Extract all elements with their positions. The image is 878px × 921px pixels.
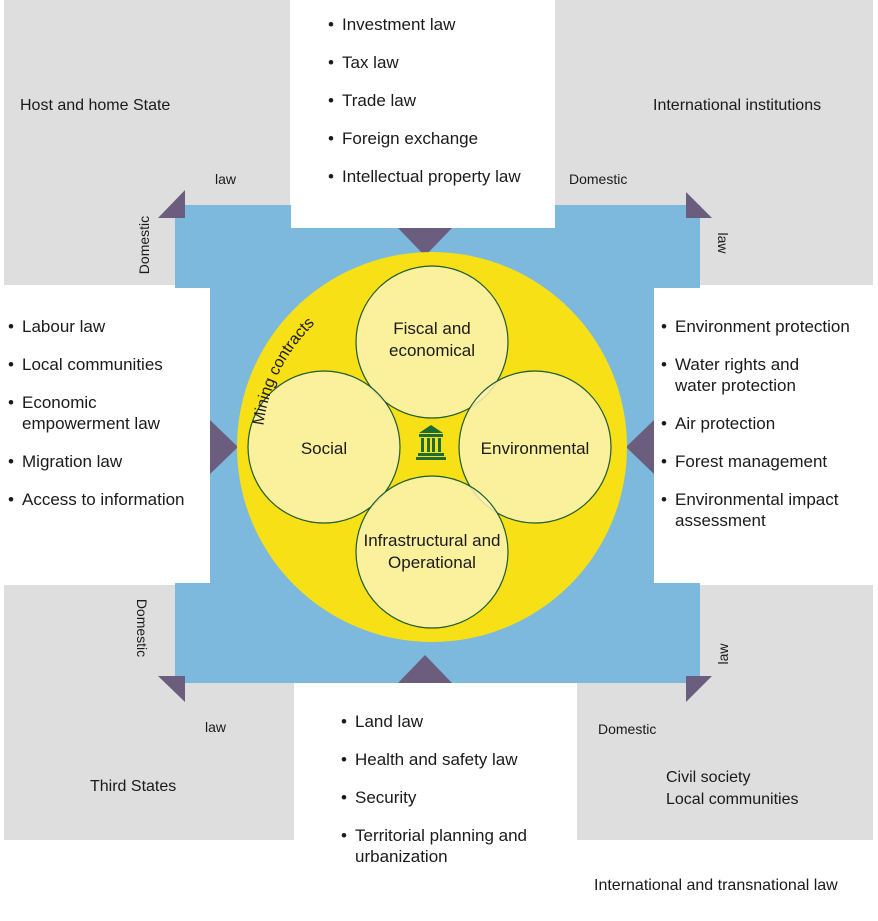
- corner-label-bottom-right-1: Civil society: [666, 769, 751, 786]
- arrow-bottom-left: [158, 676, 185, 702]
- circle-infrastructural: [355, 475, 509, 629]
- circle-fiscal: [355, 265, 509, 419]
- arrow-top-left: [158, 190, 185, 218]
- list-item: Air protection: [661, 413, 873, 434]
- list-item: Land law: [341, 711, 566, 732]
- arrow-from-bottom: [398, 655, 452, 683]
- arrow-from-top: [398, 228, 452, 256]
- corner-label-bottom-right-2: Local communities: [666, 791, 799, 808]
- list-item: Forest management: [661, 451, 873, 472]
- institution-building-icon: [416, 425, 446, 460]
- connector-label-br-domestic: Domestic: [598, 721, 657, 737]
- arrow-top-right: [686, 192, 712, 218]
- list-item: Environmental impact assessment: [661, 489, 865, 531]
- list-item: Security: [341, 787, 566, 808]
- corner-label-top-left: Host and home State: [20, 97, 171, 114]
- circle-label-social: Social: [300, 439, 348, 458]
- connector-label-bl-law: law: [205, 719, 227, 735]
- circle-label-infrastructural: Infrastructural and Operational: [363, 531, 501, 572]
- connector-label-tr-domestic: Domestic: [569, 171, 628, 187]
- list-item: Labour law: [8, 316, 204, 337]
- list-item: Territorial planning and urbanization: [341, 825, 555, 867]
- circle-label-environmental: Environmental: [480, 439, 590, 458]
- arrow-from-right: [626, 420, 654, 474]
- list-item: Water rights and water protection: [661, 354, 845, 396]
- left-list: Labour law Local communities Economic em…: [8, 316, 204, 510]
- corner-label-top-right: International institutions: [653, 97, 822, 114]
- top-panel: [291, 0, 555, 228]
- corner-label-bottom-left: Third States: [90, 778, 177, 795]
- list-item: Economic empowerment law: [8, 392, 182, 434]
- arrow-from-left: [210, 420, 238, 474]
- list-item: Environment protection: [661, 316, 873, 337]
- list-item: Local communities: [8, 354, 204, 375]
- left-panel: [0, 288, 210, 583]
- connector-label-tl-law: law: [215, 171, 237, 187]
- list-item: Migration law: [8, 451, 204, 472]
- circle-social: [247, 370, 401, 524]
- list-item: Health and safety law: [341, 749, 566, 770]
- circle-label-fiscal: Fiscal and economical: [389, 319, 475, 360]
- arrow-bottom-right: [686, 676, 712, 702]
- list-item: Trade law: [328, 90, 521, 111]
- list-item: Tax law: [328, 52, 521, 73]
- right-panel: [654, 288, 878, 583]
- footer-label: International and transnational law: [594, 877, 838, 894]
- bottom-list: Land law Health and safety law Security …: [341, 711, 566, 867]
- list-item: Foreign exchange: [328, 128, 521, 149]
- list-item: Access to information: [8, 489, 204, 510]
- right-list: Environment protection Water rights and …: [661, 316, 873, 531]
- list-item: Investment law: [328, 14, 521, 35]
- top-list: Investment law Tax law Trade law Foreign…: [328, 14, 521, 187]
- list-item: Intellectual property law: [328, 166, 521, 187]
- circle-environmental: [458, 370, 612, 524]
